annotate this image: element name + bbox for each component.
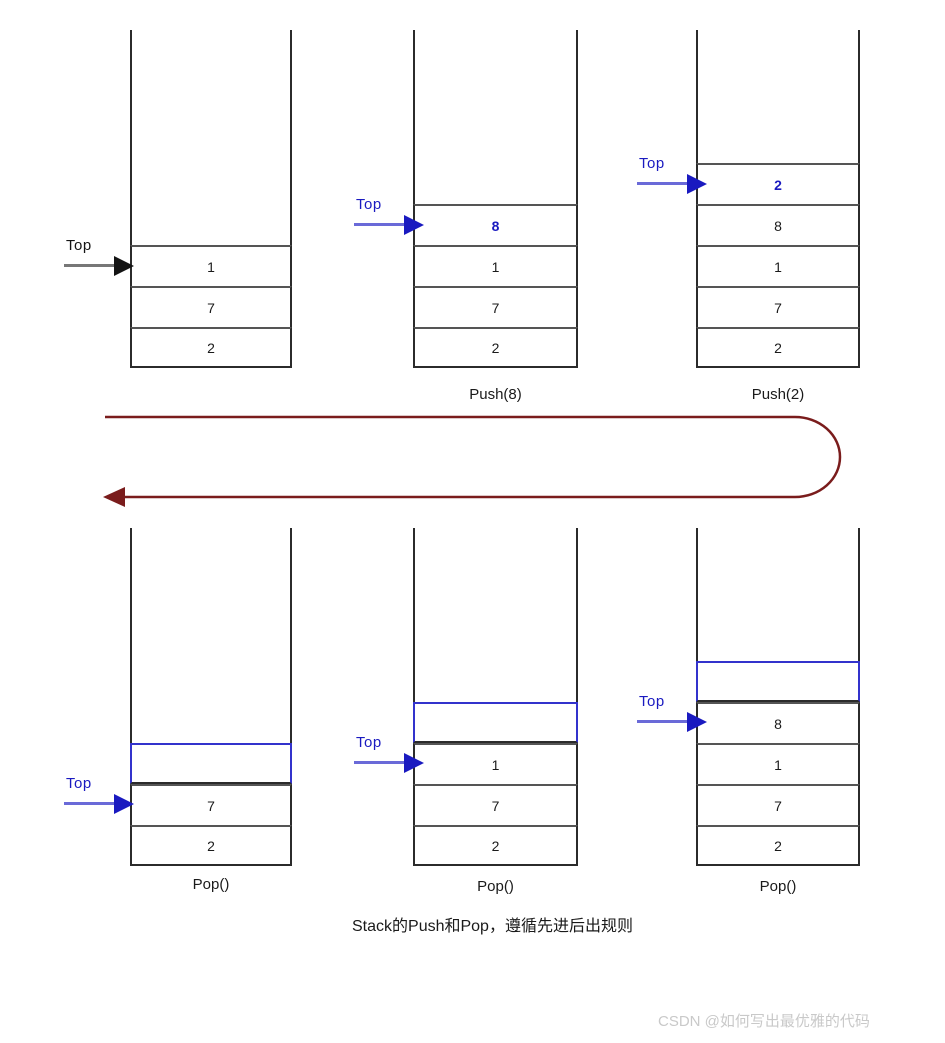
flow-arrow-path <box>105 415 842 499</box>
stack-pop-3: 7 2 <box>130 528 292 866</box>
csdn-watermark: CSDN @如何写出最优雅的代码 <box>658 1013 870 1030</box>
stack-cell-value: 2 <box>774 339 782 356</box>
stack-pop-1: 8 1 7 2 <box>696 528 860 866</box>
stack-cell-value: 2 <box>774 837 782 854</box>
arrow-right-icon <box>114 794 134 814</box>
stack-cells: 2 8 1 7 2 <box>696 163 860 368</box>
stack-cell-new: 2 <box>696 163 860 204</box>
stack-push-2: 2 8 1 7 2 <box>696 30 860 368</box>
top-pointer-label: Top <box>639 155 665 172</box>
stack-cell-value: 1 <box>491 258 500 275</box>
stack-cell-value: 7 <box>491 797 500 814</box>
stack-cell: 1 <box>130 245 292 286</box>
stack-cell-value: 1 <box>774 756 782 773</box>
stack-cell: 2 <box>130 825 292 866</box>
arrow-right-icon <box>687 712 707 732</box>
stack-cell-empty <box>696 661 860 702</box>
stack-cell-value: 7 <box>207 299 215 316</box>
stack-cell-value: 1 <box>491 756 500 773</box>
stack-cell-value: 1 <box>207 258 215 275</box>
stack-cell: 2 <box>696 327 860 368</box>
operation-caption-push-8: Push(8) <box>469 386 522 403</box>
stack-cell: 1 <box>413 743 578 784</box>
stack-pop-2: 1 7 2 <box>413 528 578 866</box>
stack-cell: 7 <box>130 784 292 825</box>
stack-cell: 2 <box>130 327 292 368</box>
stack-cell-value: 7 <box>774 299 782 316</box>
stack-cell: 8 <box>696 702 860 743</box>
top-pointer-shaft <box>637 182 691 185</box>
stack-cell-new: 8 <box>413 204 578 245</box>
stack-cell-value: 8 <box>774 715 782 732</box>
operation-caption-push-2: Push(2) <box>751 386 805 403</box>
top-pointer-stack-initial: Top <box>62 237 140 281</box>
flow-direction-arrow <box>103 415 842 507</box>
arrow-right-icon <box>114 256 134 276</box>
stack-cell: 2 <box>413 327 578 368</box>
top-pointer-shaft <box>354 223 408 226</box>
stack-cell: 7 <box>696 286 860 327</box>
stack-cell: 2 <box>413 825 578 866</box>
top-pointer-stack-push-2: Top <box>635 155 713 199</box>
arrow-right-icon <box>687 174 707 194</box>
top-pointer-shaft <box>637 720 691 723</box>
stack-cell-value: 7 <box>774 797 782 814</box>
top-pointer-label: Top <box>356 196 382 213</box>
stack-cell-empty <box>413 702 578 743</box>
stack-cells: 1 7 2 <box>413 702 578 866</box>
stack-cell-value: 2 <box>774 176 782 193</box>
stack-cell: 7 <box>130 286 292 327</box>
top-pointer-stack-pop-1: Top <box>635 693 713 737</box>
top-pointer-shaft <box>64 264 118 267</box>
top-pointer-stack-push-8: Top <box>352 196 430 240</box>
stack-cell-value: 7 <box>207 797 215 814</box>
stack-cell: 7 <box>413 286 578 327</box>
top-pointer-stack-pop-3: Top <box>62 775 140 819</box>
stack-cell: 1 <box>413 245 578 286</box>
top-pointer-stack-pop-2: Top <box>352 734 430 778</box>
stack-cell: 1 <box>696 743 860 784</box>
diagram-caption: Stack的Push和Pop，遵循先进后出规则 <box>352 918 633 935</box>
top-pointer-label: Top <box>639 693 665 710</box>
flow-arrow-head-icon <box>103 487 125 507</box>
top-pointer-shaft <box>64 802 118 805</box>
arrow-right-icon <box>404 215 424 235</box>
stack-cell-value: 1 <box>774 258 782 275</box>
stack-cell: 2 <box>696 825 860 866</box>
stack-cell-value: 7 <box>491 299 500 316</box>
stack-cell: 7 <box>696 784 860 825</box>
stack-cell-value: 2 <box>207 339 215 356</box>
operation-caption-pop-3: Pop() <box>192 876 230 893</box>
stack-initial: 1 7 2 <box>130 30 292 368</box>
stack-cells: 1 7 2 <box>130 245 292 368</box>
stack-cell-value: 2 <box>207 837 215 854</box>
stack-cell-value: 8 <box>774 217 782 234</box>
arrow-right-icon <box>404 753 424 773</box>
stack-cell: 7 <box>413 784 578 825</box>
top-pointer-label: Top <box>66 775 92 792</box>
top-pointer-shaft <box>354 761 408 764</box>
stack-push-8: 8 1 7 2 <box>413 30 578 368</box>
stack-cells: 8 1 7 2 <box>413 204 578 368</box>
operation-caption-pop-2: Pop() <box>477 878 514 895</box>
stack-cell: 8 <box>696 204 860 245</box>
stack-cells: 7 2 <box>130 743 292 866</box>
stack-cell-value: 2 <box>491 837 500 854</box>
stack-cell-empty <box>130 743 292 784</box>
stack-cell: 1 <box>696 245 860 286</box>
operation-caption-pop-1: Pop() <box>759 878 797 895</box>
top-pointer-label: Top <box>356 734 382 751</box>
top-pointer-label: Top <box>66 237 92 254</box>
stack-cell-value: 8 <box>491 217 500 234</box>
stack-cells: 8 1 7 2 <box>696 661 860 866</box>
stack-cell-value: 2 <box>491 339 500 356</box>
